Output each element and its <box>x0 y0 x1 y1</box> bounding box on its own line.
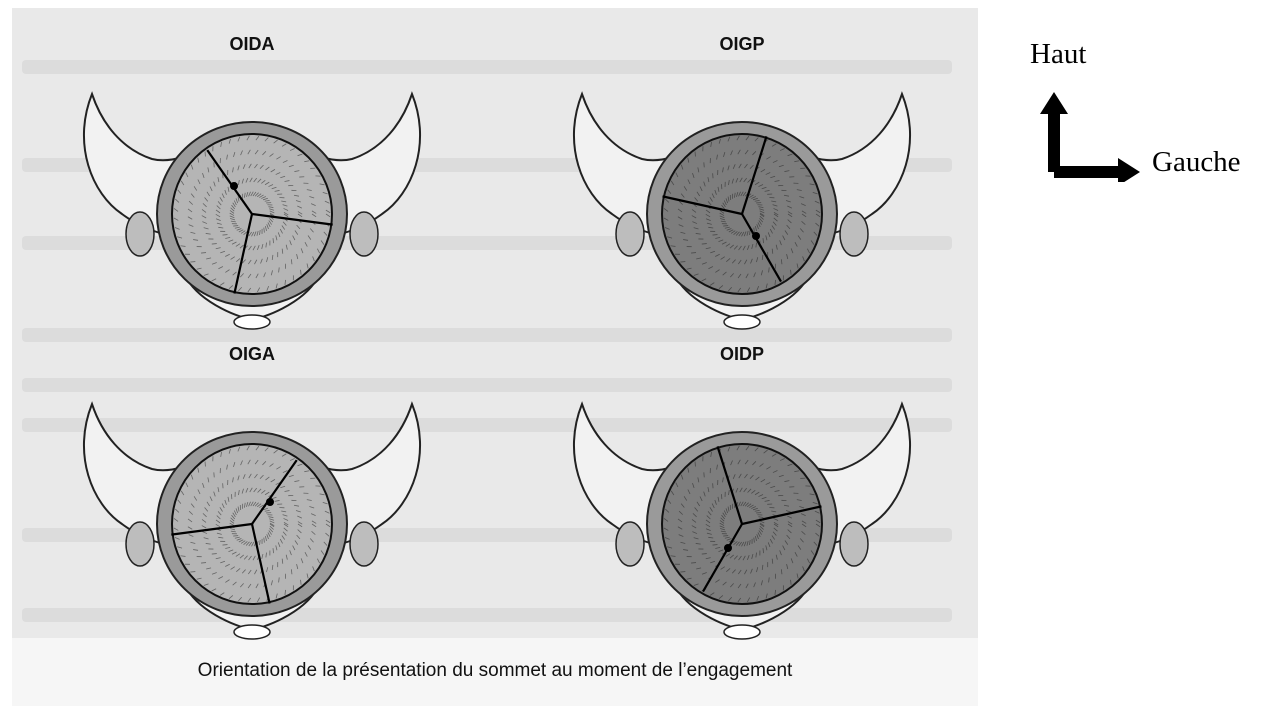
acetabulum-left <box>616 212 644 256</box>
panel-oigp: OIGP <box>522 34 962 334</box>
panel-oida: OIDA <box>32 34 472 334</box>
pelvis-illustration <box>32 374 472 644</box>
pelvis-illustration <box>32 64 472 334</box>
panel-label: OIDA <box>32 34 472 55</box>
fontanelle-mark <box>230 182 238 190</box>
fontanelle-mark <box>724 544 732 552</box>
left-direction-label: Gauche <box>1152 146 1241 179</box>
acetabulum-left <box>126 212 154 256</box>
acetabulum-left <box>616 522 644 566</box>
panel-label: OIGP <box>522 34 962 55</box>
panel-oiga: OIGA <box>32 344 472 644</box>
up-direction-label: Haut <box>1030 38 1086 71</box>
acetabulum-right <box>350 212 378 256</box>
pubic-symphysis <box>724 625 760 639</box>
pelvis-illustration <box>522 374 962 644</box>
fontanelle-mark <box>752 232 760 240</box>
panel-oidp: OIDP <box>522 344 962 644</box>
scanned-figure: OIDA OIGP OIGA OIDP Orientation de la pr… <box>12 8 978 706</box>
figure-caption: Orientation de la présentation du sommet… <box>12 660 978 682</box>
pubic-symphysis <box>724 315 760 329</box>
pubic-symphysis <box>234 315 270 329</box>
acetabulum-right <box>350 522 378 566</box>
panel-label: OIGA <box>32 344 472 365</box>
acetabulum-left <box>126 522 154 566</box>
pelvis-illustration <box>522 64 962 334</box>
l-shaped-up-right-arrow-icon <box>1040 92 1150 182</box>
pubic-symphysis <box>234 625 270 639</box>
panel-label: OIDP <box>522 344 962 365</box>
acetabulum-right <box>840 522 868 566</box>
fontanelle-mark <box>266 498 274 506</box>
orientation-legend: Haut Gauche <box>1000 0 1280 220</box>
acetabulum-right <box>840 212 868 256</box>
